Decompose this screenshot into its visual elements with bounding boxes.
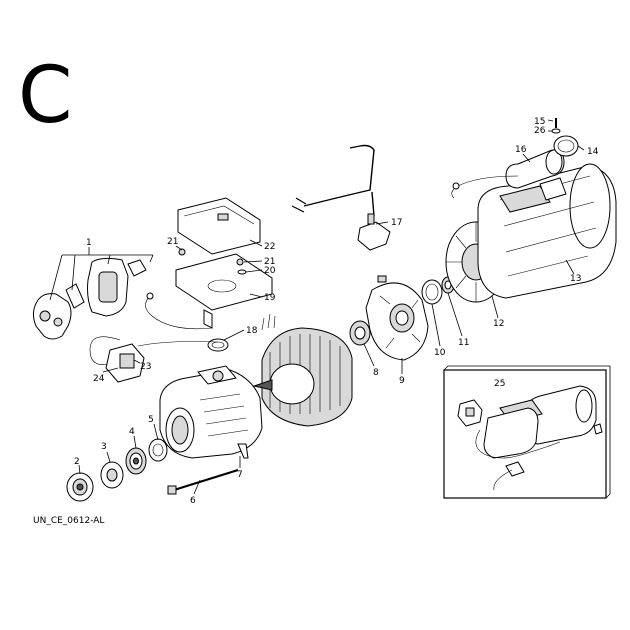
callout-22: 22 bbox=[264, 242, 275, 252]
callout-17: 17 bbox=[391, 218, 402, 228]
part-impeller-2 bbox=[66, 472, 94, 502]
callout-1: 1 bbox=[86, 238, 92, 248]
callout-21a: 21 bbox=[167, 237, 178, 247]
part-power-cable-17 bbox=[291, 144, 391, 251]
part-seal-3 bbox=[100, 461, 124, 489]
part-clamp-14 bbox=[553, 135, 579, 157]
part-oring-18 bbox=[207, 338, 229, 352]
part-ring-10 bbox=[421, 279, 443, 305]
section-letter: C bbox=[18, 51, 72, 141]
part-pump-housing-7 bbox=[159, 365, 263, 459]
callout-3: 3 bbox=[101, 442, 107, 452]
drawing-code: UN_CE_0612-AL bbox=[33, 516, 104, 526]
callout-10: 10 bbox=[434, 348, 446, 358]
part-motor-casing-13 bbox=[477, 163, 617, 299]
part-switch-housing bbox=[32, 257, 213, 340]
part-screw-15-26 bbox=[551, 118, 561, 134]
callout-2: 2 bbox=[74, 457, 80, 467]
part-bolt-6 bbox=[167, 468, 239, 495]
callout-23: 23 bbox=[140, 362, 151, 372]
part-cover-22 bbox=[177, 197, 261, 255]
callout-4: 4 bbox=[129, 427, 135, 437]
callout-25: 25 bbox=[494, 379, 505, 389]
inset-assembled-pump bbox=[457, 385, 603, 491]
callout-5: 5 bbox=[148, 415, 154, 425]
callout-20: 20 bbox=[264, 266, 276, 276]
callout-11: 11 bbox=[458, 338, 469, 348]
callout-24: 24 bbox=[93, 374, 105, 384]
part-bearing-8 bbox=[349, 320, 371, 346]
callout-26: 26 bbox=[534, 126, 546, 136]
callout-6: 6 bbox=[190, 496, 196, 506]
callout-9: 9 bbox=[399, 376, 405, 386]
part-plate-19 bbox=[175, 253, 273, 329]
callout-labels: 1 2 3 4 5 6 7 8 9 10 11 12 13 14 15 16 1… bbox=[74, 117, 599, 506]
callout-15: 15 bbox=[534, 117, 545, 127]
callout-8: 8 bbox=[373, 368, 379, 378]
part-bearing-4 bbox=[125, 447, 147, 475]
part-capacitor-16 bbox=[451, 149, 565, 199]
part-capacitor-23-24 bbox=[89, 336, 219, 383]
callout-19: 19 bbox=[264, 293, 276, 303]
part-end-shield-9 bbox=[365, 275, 429, 361]
callout-18: 18 bbox=[246, 326, 258, 336]
part-seal-5 bbox=[148, 438, 168, 462]
callout-7: 7 bbox=[237, 470, 243, 480]
callout-12: 12 bbox=[493, 319, 504, 329]
part-rotor-stator bbox=[252, 313, 353, 427]
callout-16: 16 bbox=[515, 145, 527, 155]
callout-13: 13 bbox=[570, 274, 581, 284]
callout-21b: 21 bbox=[264, 257, 275, 267]
callout-14: 14 bbox=[587, 147, 599, 157]
